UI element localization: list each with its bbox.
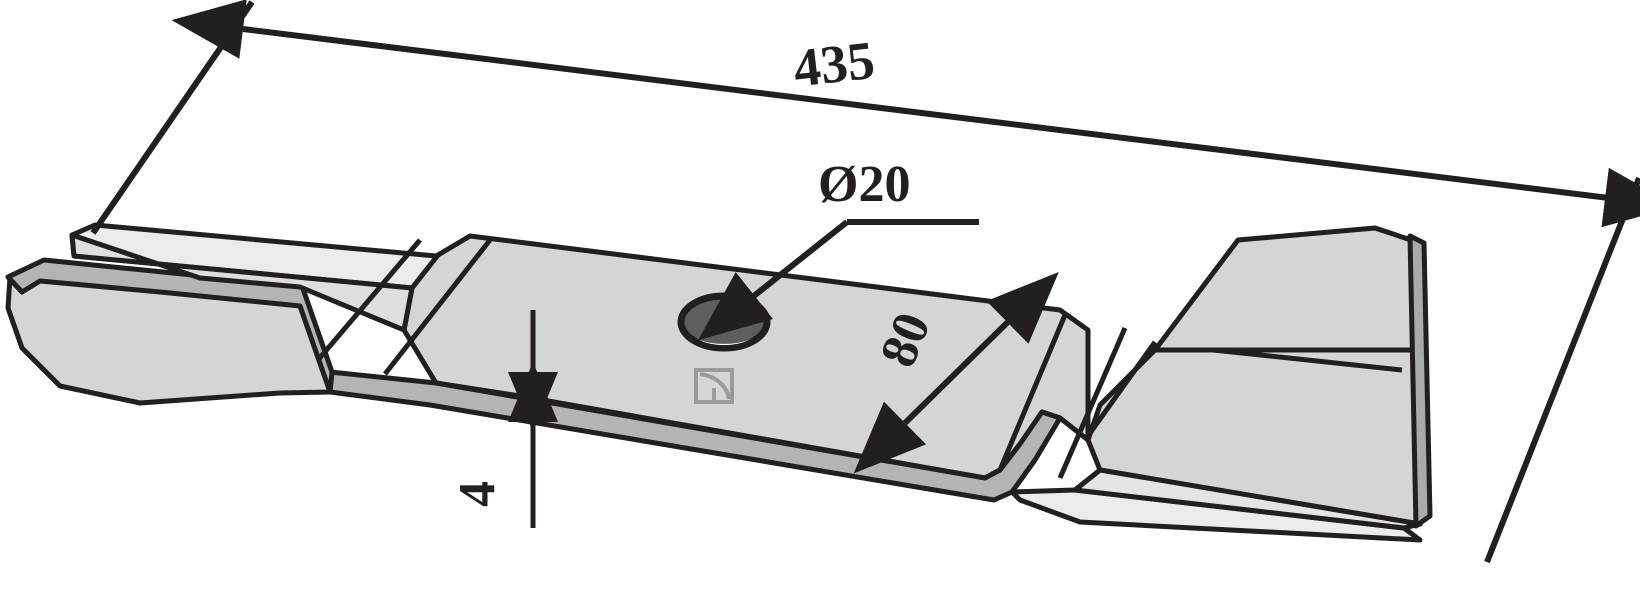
dim-line-435	[171, 0, 1640, 228]
ext-line-right-435	[1484, 176, 1640, 564]
dimension-blade-thickness: 4	[449, 310, 558, 528]
blade-right-edge-band	[1407, 233, 1433, 529]
dimension-label-d20: Ø20	[818, 156, 910, 213]
fold-line-rightwing	[1082, 340, 1158, 442]
dim-line-80	[853, 271, 1059, 474]
blade-right-wing-upper	[1152, 225, 1427, 353]
dimension-label-435: 435	[790, 30, 877, 99]
dimension-overall-length: 435	[90, 0, 1640, 564]
ext-line-left-435	[90, 0, 255, 235]
fold-line-right-b	[1057, 327, 1128, 479]
leader-line-d20	[698, 219, 849, 341]
mounting-hole-group	[677, 292, 771, 352]
surface-line-right-wing	[1212, 347, 1403, 373]
manufacturer-logo-icon	[694, 368, 734, 404]
fold-line-left-b	[383, 238, 492, 376]
dimension-label-4: 4	[449, 481, 506, 507]
blade-right-lower-face	[1072, 467, 1423, 531]
dimension-hole-diameter: Ø20	[698, 156, 979, 341]
blade-left-edge-band	[5, 257, 335, 395]
fold-line-left-a	[316, 238, 422, 362]
blade-left-upper-wall	[69, 232, 415, 333]
